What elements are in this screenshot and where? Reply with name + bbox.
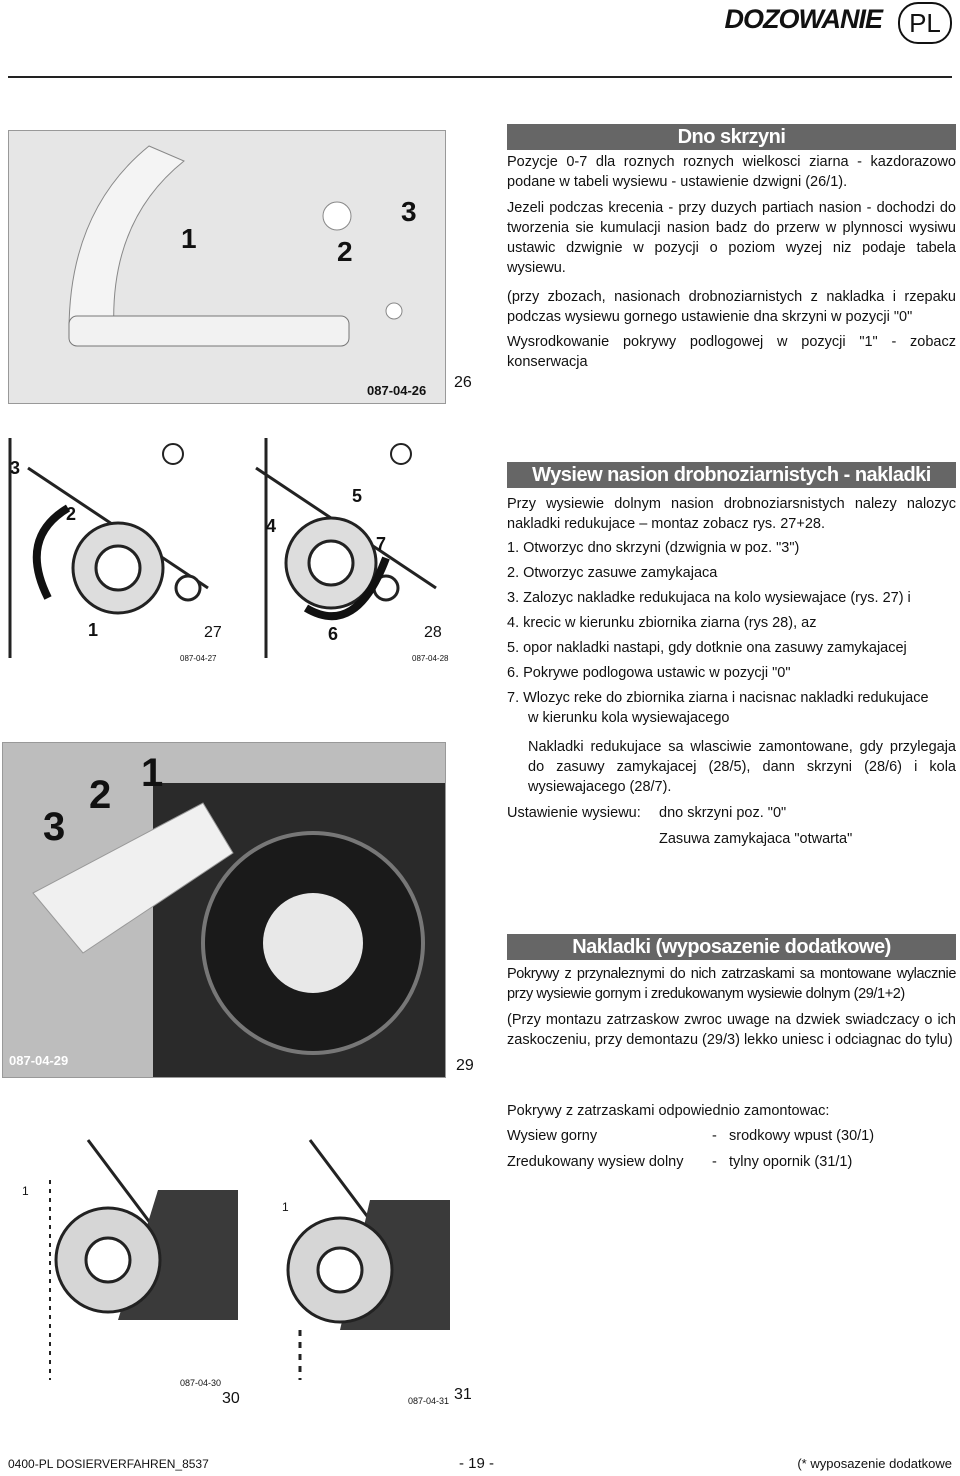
nakladki-paragraph-1: Pokrywy z przynaleznymi do nich zatrzask…: [507, 966, 956, 1002]
figure-27-diagram: 3 2 1 27 087-04-27: [8, 438, 228, 670]
metering-wheel-diagram-28: [255, 438, 437, 658]
dno-paragraph-2: Jezeli podczas krecenia - przy duzych pa…: [507, 200, 956, 276]
figure-29-label-1: 1: [141, 751, 164, 795]
figure-29-photo: 1 2 3 087-04-29: [2, 742, 446, 1078]
step-2: 2. Otworzyc zasuwe zamykajaca: [507, 565, 718, 581]
step-6: 6. Pokrywe podlogowa ustawic w pozycji "…: [507, 665, 791, 681]
step-4: 4. krecic w kierunku zbiornika ziarna (r…: [507, 615, 817, 631]
footer-note: (* wyposazenie dodatkowe: [797, 1456, 952, 1471]
figure-31-label-1: 1: [282, 1200, 289, 1214]
figure-26-photo: 1 2 3 087-04-26: [8, 130, 446, 404]
figure-26-label-3: 3: [401, 196, 417, 227]
figure-26-number: 26: [454, 374, 472, 391]
dno-paragraph-4: Wysrodkowanie pokrywy podlogowej w pozyc…: [507, 334, 956, 370]
figure-28-label-5: 5: [352, 486, 363, 506]
figure-30-number: 30: [222, 1390, 240, 1407]
figure-29-label-3: 3: [43, 805, 66, 849]
dno-paragraph-3: (przy zbozach, nasionach drobnoziarnisty…: [507, 289, 956, 325]
nakladki-paragraph-2: (Przy montazu zatrzaskow zwroc uwage na …: [507, 1012, 956, 1048]
step-5: 5. opor nakladki nastapi, gdy dotknie on…: [507, 640, 907, 656]
mount-row-1-dash: -: [712, 1128, 717, 1144]
figure-28-diagram: 4 5 7 6 28 087-04-28: [236, 438, 456, 670]
figure-28-label-4: 4: [266, 516, 277, 536]
dno-paragraph-1: Pozycje 0-7 dla roznych roznych wielkosc…: [507, 154, 956, 190]
figure-30-label-1: 1: [22, 1184, 29, 1198]
nakladki-paragraph-3: Pokrywy z zatrzaskami odpowiednio zamont…: [507, 1103, 830, 1119]
figure-27-label-2: 2: [66, 504, 77, 524]
figure-27-label-1: 1: [88, 620, 99, 640]
cover-photo-illustration: [3, 743, 445, 1077]
wysiew-steps: 1. Otworzyc dno skrzyni (dzwignia w poz.…: [507, 538, 956, 733]
section-heading-dno-skrzyni: Dno skrzyni: [507, 124, 956, 150]
setting-value-2: Zasuwa zamykajaca "otwarta": [659, 831, 853, 847]
section-heading-wysiew: Wysiew nasion drobnoziarnistych - naklad…: [507, 462, 956, 512]
figure-28-label-6: 6: [328, 624, 339, 644]
figure-28-label-7: 7: [376, 534, 387, 554]
step-3: 3. Zalozyc nakladke redukujaca na kolo w…: [507, 590, 911, 606]
figure-28-number: 28: [424, 624, 442, 641]
seed-hopper-diagram-30: [49, 1139, 238, 1380]
figure-31-code: 087-04-31: [408, 1396, 450, 1406]
step-7-continued: w kierunku kola wysiewajacego: [528, 710, 730, 726]
mount-row-2-label: Zredukowany wysiew dolny: [507, 1154, 684, 1170]
mount-row-1-value: srodkowy wpust (30/1): [729, 1128, 875, 1144]
language-badge: PL: [898, 2, 952, 44]
wysiew-intro: Przy wysiewie dolnym nasion drobnoziarsn…: [507, 496, 956, 532]
page-title: DOZOWANIE: [724, 4, 883, 34]
figure-29-number: 29: [456, 1057, 474, 1074]
setting-value: dno skrzyni poz. "0": [659, 805, 787, 821]
figure-31-diagram: 1 087-04-31 31: [250, 1120, 480, 1410]
figure-28-code: 087-04-28: [412, 654, 449, 663]
figure-29-code: 087-04-29: [9, 1053, 69, 1068]
figure-27-label-3: 3: [10, 458, 21, 478]
mount-row-1-label: Wysiew gorny: [507, 1128, 598, 1144]
mount-row-2-value: tylny opornik (31/1): [729, 1154, 853, 1170]
figure-27-code: 087-04-27: [180, 654, 217, 663]
section-heading-nakladki: Nakladki (wyposazenie dodatkowe): [507, 934, 956, 960]
figure-26-label-2: 2: [337, 236, 353, 267]
figure-30-code: 087-04-30: [180, 1378, 222, 1388]
figure-31-number: 31: [454, 1386, 472, 1403]
footer-page-number: - 19 -: [459, 1455, 495, 1472]
setting-label: Ustawienie wysiewu:: [507, 805, 641, 821]
seed-hopper-diagram-31: [286, 1139, 450, 1380]
figure-29-label-2: 2: [89, 773, 112, 817]
figure-30-diagram: 1 087-04-30 30: [8, 1120, 240, 1410]
step-7: 7. Wlozyc reke do zbiornika ziarna i nac…: [507, 690, 929, 706]
figure-27-number: 27: [204, 624, 222, 641]
metering-wheel-diagram-27: [8, 438, 209, 658]
footer-document-id: 0400-PL DOSIERVERFAHREN_8537: [8, 1457, 209, 1471]
header-divider: [8, 76, 952, 78]
step-1: 1. Otworzyc dno skrzyni (dzwignia w poz.…: [507, 540, 800, 556]
lever-illustration: [9, 131, 445, 403]
wysiew-note: Nakladki redukujace sa wlasciwie zamonto…: [528, 739, 956, 795]
figure-26-label-1: 1: [181, 223, 197, 254]
figure-26-code: 087-04-26: [367, 383, 427, 398]
mount-row-2-dash: -: [712, 1154, 717, 1170]
